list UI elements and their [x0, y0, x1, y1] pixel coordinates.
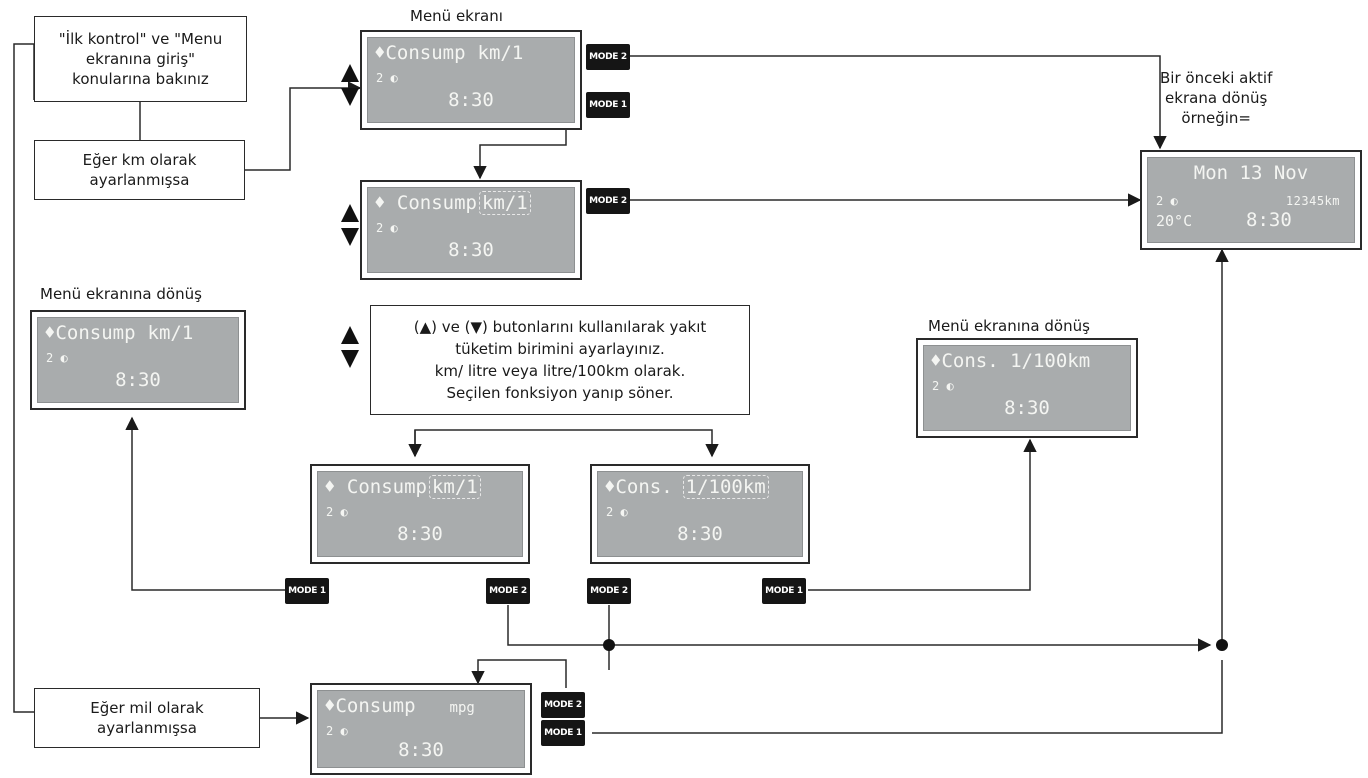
- note-if-mile: Eğer mil olarak ayarlanmışsa: [34, 688, 260, 748]
- line-flash-l100-mode1-return: [808, 438, 1037, 591]
- line-menu-mode2-to-previous: [628, 55, 1167, 150]
- note-first-check: "İlk kontrol" ve "Menu ekranına giriş" k…: [34, 16, 247, 102]
- lcd-line-2: 2 ◐: [376, 221, 398, 235]
- lcd-clock: 8:30: [677, 523, 723, 545]
- lcd-line-2: 2 ◐: [326, 505, 348, 519]
- mode1-button[interactable]: MODE 1: [762, 578, 806, 604]
- lcd-flash-l100km: ♦Cons.1/100km 2 ◐ 8:30: [590, 464, 810, 564]
- mode2-button[interactable]: MODE 2: [486, 578, 530, 604]
- mode2-button[interactable]: MODE 2: [587, 578, 631, 604]
- up-down-arrows-icon: [341, 64, 361, 110]
- line-split-to-flash: [414, 429, 719, 458]
- lcd-clock: 8:30: [448, 239, 494, 261]
- lcd-line-2: 2 ◐: [606, 505, 628, 519]
- lcd-clock: 8:30: [115, 369, 161, 391]
- lcd-line-2: 2 ◐: [376, 71, 398, 85]
- lcd-clock: 8:30: [398, 739, 444, 761]
- mode2-button[interactable]: MODE 2: [541, 692, 585, 718]
- mode1-button[interactable]: MODE 1: [541, 720, 585, 746]
- lcd-clock: 8:30: [1246, 209, 1292, 231]
- lcd-line-2: 2 ◐: [46, 351, 68, 365]
- lcd-line-1: ♦Cons. 1/100km: [930, 350, 1091, 372]
- junction-dot-left: [603, 639, 615, 651]
- line-mpg-mode2-loop: [471, 659, 567, 688]
- line-flash-km-mode1-return: [125, 416, 285, 591]
- caption-return-menu-left: Menü ekranına dönüş: [40, 285, 202, 303]
- line-mpg-mode1-to-junction: [592, 660, 1223, 734]
- lcd-line-2: 2 ◐: [1156, 194, 1178, 208]
- lcd-date: Mon 13 Nov: [1193, 162, 1309, 184]
- lcd-clock: 8:30: [448, 89, 494, 111]
- mode1-button[interactable]: MODE 1: [586, 92, 630, 118]
- line-flash-km-mode2: [507, 605, 609, 646]
- mode1-button[interactable]: MODE 1: [285, 578, 329, 604]
- mode2-button[interactable]: MODE 2: [586, 44, 630, 70]
- lcd-line-2: 2 ◐: [326, 724, 348, 738]
- up-down-arrows-icon: [341, 204, 361, 250]
- lcd-clock: 8:30: [397, 523, 443, 545]
- lcd-previous-screen: Mon 13 Nov 2 ◐ 12345km 20°C 8:30: [1140, 150, 1362, 250]
- lcd-return-menu-right: ♦Cons. 1/100km 2 ◐ 8:30: [916, 338, 1138, 438]
- caption-return-menu-right: Menü ekranına dönüş: [928, 317, 1090, 335]
- caption-previous-screen: Bir önceki aktif ekrana dönüş örneğin=: [1160, 69, 1273, 127]
- lcd-line-2: 2 ◐: [932, 379, 954, 393]
- mode2-button[interactable]: MODE 2: [586, 188, 630, 214]
- lcd-temperature: 20°C: [1156, 212, 1193, 230]
- lcd-clock: 8:30: [1004, 397, 1050, 419]
- note-if-km: Eğer km olarak ayarlanmışsa: [34, 140, 245, 200]
- up-down-arrows-icon: [341, 326, 361, 372]
- caption-menu-screen: Menü ekranı: [410, 7, 503, 25]
- lcd-odometer: 12345km: [1285, 194, 1340, 208]
- lcd-line-1: ♦Cons.1/100km: [604, 475, 769, 499]
- note-instructions: (▲) ve (▼) butonlarını kullanılarak yakı…: [370, 305, 750, 415]
- line-km-to-menu: [245, 81, 362, 171]
- junction-dot-right: [1216, 639, 1228, 651]
